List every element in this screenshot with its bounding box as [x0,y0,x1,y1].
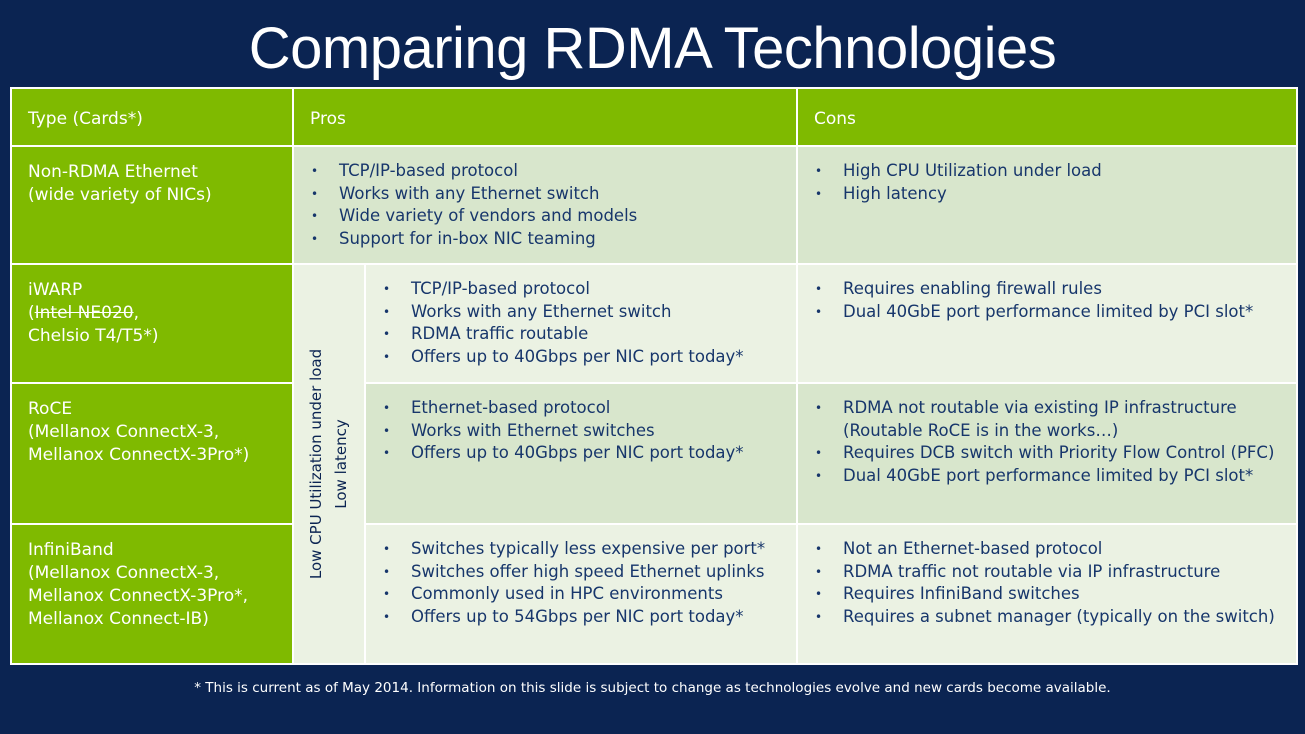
list-item: RDMA traffic not routable via IP infrast… [815,561,1286,584]
cons-cell-infiniband: Not an Ethernet-based protocol RDMA traf… [796,523,1299,665]
list-item: TCP/IP-based protocol [311,160,786,183]
header-cons: Cons [796,87,1299,147]
list-item: Ethernet-based protocol [383,397,786,420]
type-cell-iwarp: iWARP (Intel NE020, Chelsio T4/T5*) [10,263,294,384]
list-item: Requires enabling firewall rules [815,278,1286,301]
list-item: High CPU Utilization under load [815,160,1286,183]
list-item: Offers up to 40Gbps per NIC port today* [383,442,786,465]
shared-pro-latency: Low latency [332,419,351,509]
list-item: Commonly used in HPC environments [383,583,786,606]
list-item: RDMA traffic routable [383,323,786,346]
list-item: Dual 40GbE port performance limited by P… [815,465,1286,488]
list-item: Offers up to 54Gbps per NIC port today* [383,606,786,629]
list-item: Requires a subnet manager (typically on … [815,606,1286,629]
type-cell-infiniband: InfiniBand (Mellanox ConnectX-3, Mellano… [10,523,294,665]
header-type: Type (Cards*) [10,87,294,147]
struck-card-name: Intel NE020 [34,303,134,323]
table-header-row: Type (Cards*) Pros Cons [10,87,1299,147]
pros-cell-infiniband: Switches typically less expensive per po… [363,523,799,665]
table-row: Non-RDMA Ethernet (wide variety of NICs)… [10,145,1299,265]
slide-title: Comparing RDMA Technologies [248,16,1057,81]
footnote: * This is current as of May 2014. Inform… [194,680,1111,696]
list-item: Not an Ethernet-based protocol [815,538,1286,561]
list-item: Dual 40GbE port performance limited by P… [815,301,1286,324]
list-item: High latency [815,183,1286,206]
list-item: RDMA not routable via existing IP infras… [815,397,1286,442]
table-row: RoCE (Mellanox ConnectX-3, Mellanox Conn… [10,382,1299,525]
list-item: Switches typically less expensive per po… [383,538,786,561]
cons-cell-roce: RDMA not routable via existing IP infras… [796,382,1299,525]
pros-cell-roce: Ethernet-based protocol Works with Ether… [363,382,799,525]
shared-pros-cell: Low CPU Utilization under load Low laten… [292,263,366,665]
list-item: Works with any Ethernet switch [383,301,786,324]
type-cell-non-rdma: Non-RDMA Ethernet (wide variety of NICs) [10,145,294,265]
pros-cell-iwarp: TCP/IP-based protocol Works with any Eth… [363,263,799,384]
comparison-table: Type (Cards*) Pros Cons Non-RDMA Etherne… [10,87,1299,665]
table-row: iWARP (Intel NE020, Chelsio T4/T5*) Low … [10,263,1299,665]
shared-pro-cpu: Low CPU Utilization under load [307,348,326,580]
list-item: Support for in-box NIC teaming [311,228,786,251]
list-item: Works with any Ethernet switch [311,183,786,206]
table-row: InfiniBand (Mellanox ConnectX-3, Mellano… [10,523,1299,665]
list-item: Switches offer high speed Ethernet uplin… [383,561,786,584]
cons-cell-iwarp: Requires enabling firewall rules Dual 40… [796,263,1299,384]
header-pros: Pros [291,87,799,147]
list-item: Works with Ethernet switches [383,420,786,443]
cons-cell-non-rdma: High CPU Utilization under load High lat… [796,145,1299,265]
list-item: Wide variety of vendors and models [311,205,786,228]
list-item: TCP/IP-based protocol [383,278,786,301]
list-item: Offers up to 40Gbps per NIC port today* [383,346,786,369]
type-cell-roce: RoCE (Mellanox ConnectX-3, Mellanox Conn… [10,382,294,525]
pros-cell-non-rdma: TCP/IP-based protocol Works with any Eth… [291,145,799,265]
list-item: Requires DCB switch with Priority Flow C… [815,442,1286,465]
list-item: Requires InfiniBand switches [815,583,1286,606]
